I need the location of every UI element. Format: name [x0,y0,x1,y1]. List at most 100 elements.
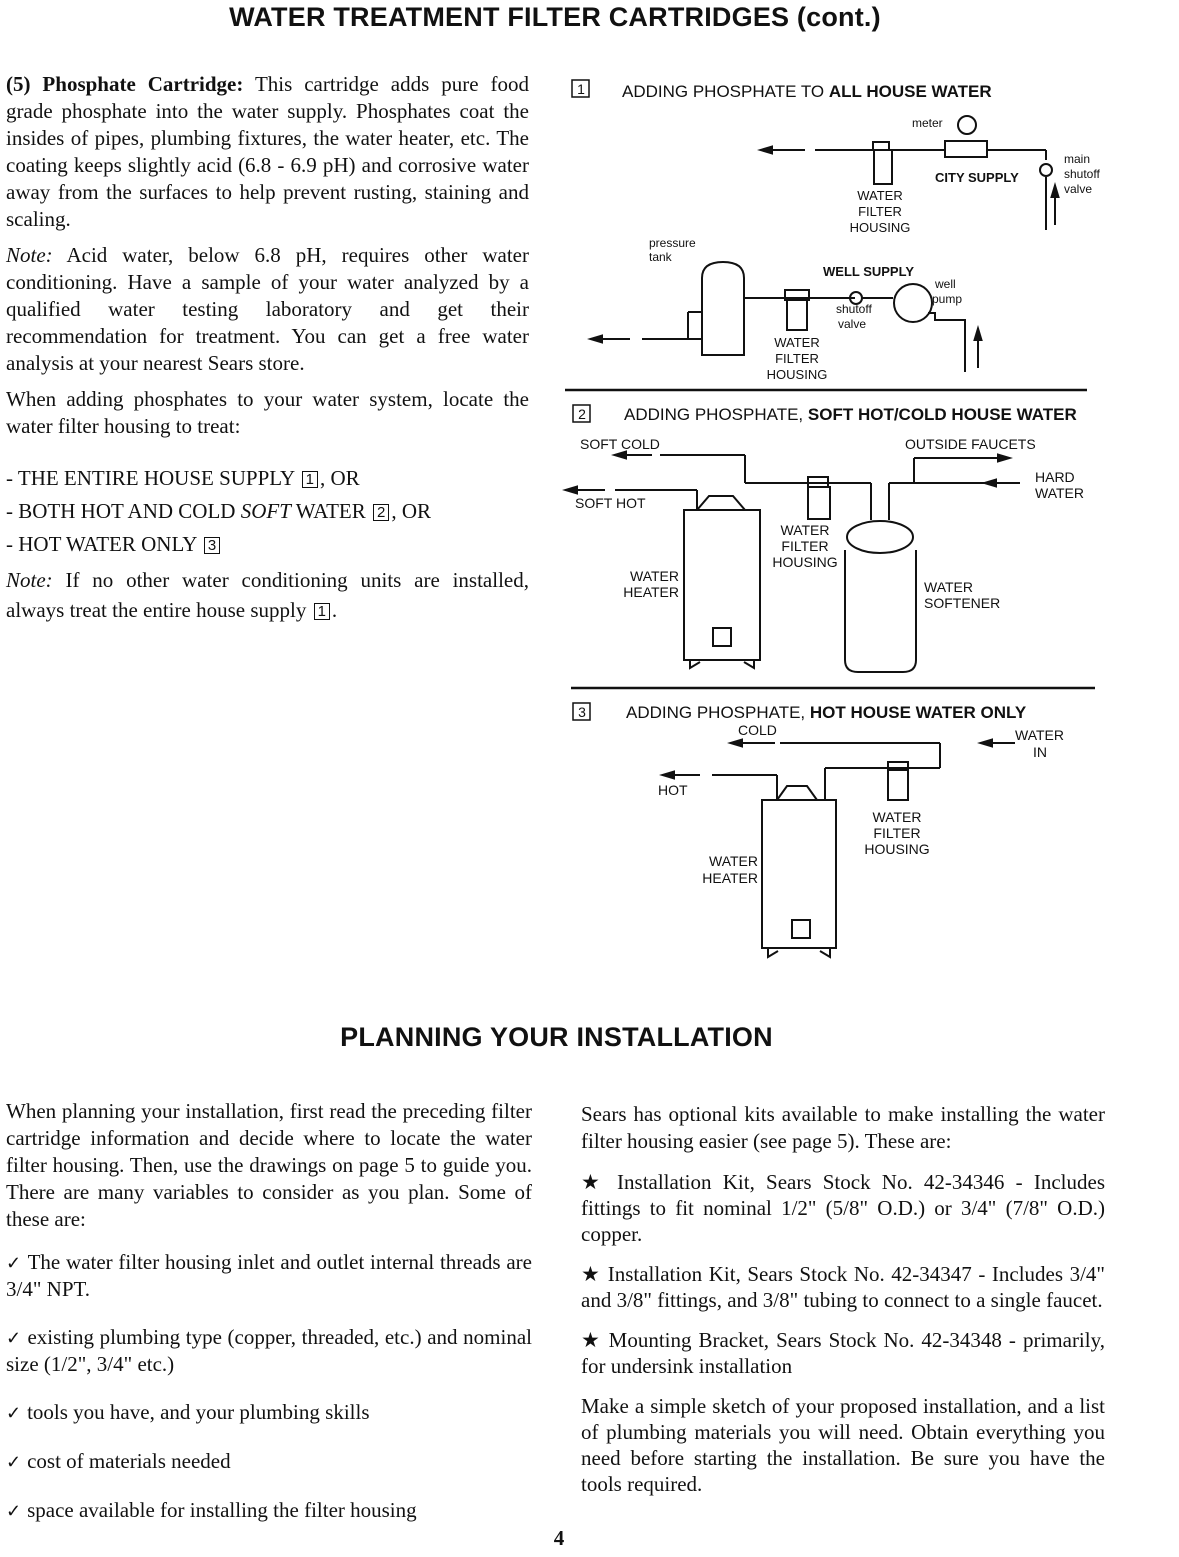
filter-label: WATER [857,188,903,203]
filter-label: HOUSING [864,841,929,857]
star-icon: ★ [581,1328,609,1352]
diagram2-box-number: 2 [578,406,586,422]
note-text: Acid water, below 6.8 pH, requires other… [6,243,529,375]
well-pump-label: pump [932,292,962,306]
softener-dome [846,520,914,554]
filter-label: WATER [774,335,820,350]
kit-item: ★ Mounting Bracket, Sears Stock No. 42-3… [581,1327,1105,1379]
box-number: 3 [203,537,221,554]
main-shutoff-label: shutoff [1064,167,1100,181]
water-softener [844,550,917,673]
diagram1-title-bold: ALL HOUSE WATER [829,82,992,101]
heater-vent [776,785,818,801]
meter-label: meter [912,116,943,130]
hard-water-label: HARD [1035,469,1075,485]
kit-item: ★ Installation Kit, Sears Stock No. 42-3… [581,1169,1105,1247]
list-item: - THE ENTIRE HOUSE SUPPLY 1, OR [6,462,529,495]
list-item-text: - HOT WATER ONLY [6,532,202,556]
filter-label: FILTER [873,825,920,841]
plumbing-diagrams: 1 ADDING PHOSPHATE TO ALL HOUSE WATER me… [562,79,1100,959]
diagram2-box-number-frame [572,404,591,423]
checklist-item: ✓The water filter housing inlet and outl… [6,1249,532,1302]
phosphate-text: This cartridge adds pure food grade phos… [6,72,530,231]
filter-housing-2 [786,299,808,331]
kit-text: Installation Kit, Sears Stock No. 42-343… [581,1170,1106,1246]
pressure-tank [701,260,745,356]
planning-left-column: When planning your installation, first r… [6,1098,532,1524]
box-number: 1 [301,471,318,488]
checklist-text: existing plumbing type (copper, threaded… [6,1325,532,1376]
list-item-text: - THE ENTIRE HOUSE SUPPLY [6,466,300,490]
softener-label: SOFTENER [924,595,1000,611]
note-no-units: Note: If no other water conditioning uni… [6,565,529,625]
list-item: - HOT WATER ONLY 3 [6,528,529,561]
treat-list: - THE ENTIRE HOUSE SUPPLY 1, OR - BOTH H… [6,462,529,561]
kit-item: ★ Installation Kit, Sears Stock No. 42-3… [581,1261,1105,1313]
main-shutoff-valve-icon [1039,163,1053,177]
box-number: 2 [373,504,390,521]
checklist-text: The water filter housing inlet and outle… [6,1250,532,1301]
meter-dial [957,115,977,135]
filter-label: HOUSING [767,367,828,382]
left-column: (5) Phosphate Cartridge: This cartridge … [6,71,529,625]
box-number: 1 [313,603,330,620]
soft-cold-label: SOFT COLD [580,436,660,452]
filter-housing-4 [887,769,909,801]
checklist: ✓The water filter housing inlet and outl… [6,1249,532,1524]
list-item: - BOTH HOT AND COLD SOFT WATER 2, OR [6,495,529,528]
shutoff-valve-label: valve [838,317,866,331]
checklist-item: ✓tools you have, and your plumbing skill… [6,1399,532,1426]
closing-paragraph: Make a simple sketch of your proposed in… [581,1394,1105,1496]
list-item-text: WATER [290,499,372,523]
heater-label: WATER [709,853,758,869]
filter-housing-3 [807,486,831,520]
diagram3-title-bold: HOT HOUSE WATER ONLY [810,703,1027,722]
star-icon: ★ [581,1262,608,1286]
kit-text: Installation Kit, Sears Stock No. 42-343… [581,1262,1106,1312]
water-heater-3 [761,799,837,949]
check-icon: ✓ [6,1403,22,1423]
checklist-item: ✓space available for installing the filt… [6,1497,532,1524]
filter-label: WATER [873,809,922,825]
planning-title: PLANNING YOUR INSTALLATION [340,1022,773,1052]
heater-access-panel [791,919,811,939]
note-text: If no other water conditioning units are… [6,568,529,622]
checklist-text: space available for installing the filte… [27,1498,417,1522]
heater-label: WATER [630,568,679,584]
main-shutoff-label: main [1064,152,1090,166]
heater-access-panel [712,627,732,647]
phosphate-paragraph: (5) Phosphate Cartridge: This cartridge … [6,71,529,233]
outside-faucets-label: OUTSIDE FAUCETS [905,436,1036,452]
checklist-text: cost of materials needed [27,1449,231,1473]
check-icon: ✓ [6,1253,22,1273]
diagram1-box-number-frame [571,79,590,98]
heater-label: HEATER [702,870,758,886]
list-item-text: - BOTH HOT AND COLD [6,499,241,523]
diagram3-box-number: 3 [578,704,586,720]
heater-label: HEATER [623,584,679,600]
diagram1-title-text: ADDING PHOSPHATE TO [622,82,829,101]
water-heater-2 [683,509,761,661]
cold-label: COLD [738,722,777,738]
hot-label: HOT [658,782,688,798]
diagram1-title: ADDING PHOSPHATE TO ALL HOUSE WATER [622,82,992,101]
locate-paragraph: When adding phosphates to your water sys… [6,386,529,440]
filter-housing-cap [872,141,890,151]
filter-label: FILTER [781,538,828,554]
planning-right-column: Sears has optional kits available to mak… [581,1101,1105,1497]
note-label: Note: [6,568,53,592]
note-acid-water: Note: Acid water, below 6.8 pH, requires… [6,242,529,377]
note-end: . [331,598,338,622]
filter-label: WATER [781,522,830,538]
checklist-item: ✓existing plumbing type (copper, threade… [6,1324,532,1377]
softener-label: WATER [924,579,973,595]
well-pump-icon [893,283,933,323]
check-icon: ✓ [6,1452,22,1472]
filter-housing-1 [873,149,893,185]
note-label: Note: [6,243,53,267]
star-icon: ★ [581,1170,618,1194]
water-in-label: WATER [1015,727,1064,743]
city-supply-label: CITY SUPPLY [935,170,1019,185]
filter-label: HOUSING [850,220,911,235]
soft-hot-label: SOFT HOT [575,495,646,511]
